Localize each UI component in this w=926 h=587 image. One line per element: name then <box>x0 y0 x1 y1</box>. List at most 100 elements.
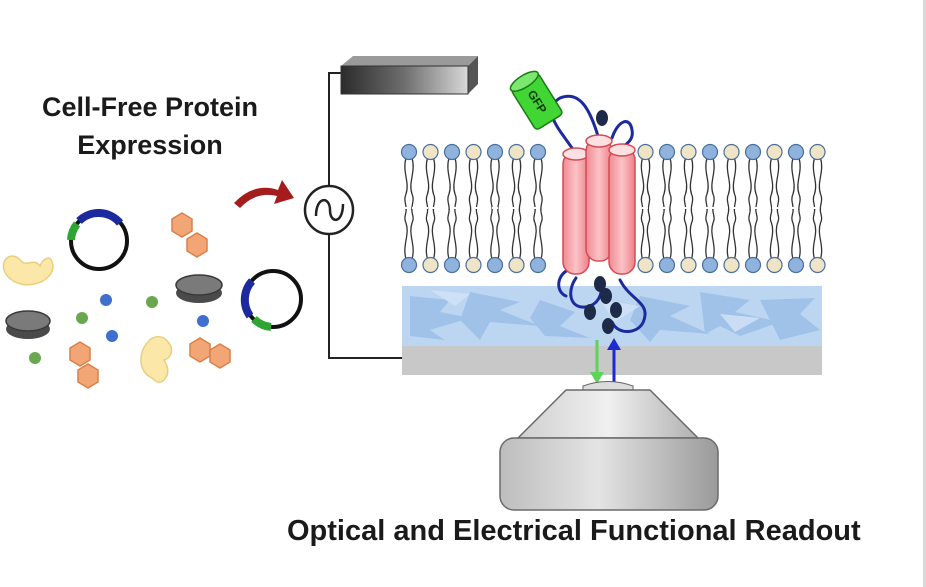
lipid-head <box>443 256 461 274</box>
lipid-tail <box>517 157 522 211</box>
lipid-head <box>422 256 439 274</box>
lipid-head <box>680 143 697 161</box>
lipid-tail <box>689 157 694 211</box>
lipid-head <box>658 143 676 161</box>
objective-lens-icon <box>499 381 719 511</box>
lipid-tail <box>705 208 709 260</box>
plasmid-icon <box>240 269 303 331</box>
title-line-2: Expression <box>77 130 223 160</box>
lipid-head <box>744 256 762 274</box>
lipid-head <box>486 143 504 161</box>
lipid-head <box>486 256 504 274</box>
membrane-protein <box>550 94 647 334</box>
lipid-head <box>508 256 525 274</box>
lipid-head <box>465 143 482 161</box>
lipid-tail <box>468 208 473 260</box>
title-line-1: Cell-Free Protein <box>41 92 259 122</box>
gfp-barrel-icon: GFP <box>509 70 563 130</box>
lipid-tail <box>490 157 494 211</box>
lipid-head <box>787 256 805 274</box>
excitation-emission-arrows <box>590 338 621 384</box>
lipid-tail <box>812 208 817 260</box>
lipid-head <box>400 256 418 274</box>
readout-caption: Optical and Electrical Functional Readou… <box>287 515 861 547</box>
lipid-head <box>809 143 826 161</box>
lipid-head <box>766 143 783 161</box>
lipid-head <box>809 256 826 274</box>
lipid-tail <box>425 157 430 211</box>
lipid-head <box>637 256 654 274</box>
lipid-tail <box>431 208 436 260</box>
lipid-tail <box>791 157 795 211</box>
ribosome-icon <box>2 255 54 286</box>
lipid-head <box>701 256 719 274</box>
lipid-tail <box>726 157 731 211</box>
lipid-head <box>723 143 740 161</box>
lipid-tail <box>689 208 694 260</box>
lipid-head <box>787 143 805 161</box>
lipid-head <box>400 143 418 161</box>
lipid-tail <box>646 157 651 211</box>
lipid-tail <box>511 208 516 260</box>
lipid-head <box>443 143 461 161</box>
lipid-tail <box>431 157 436 211</box>
lipid-tail <box>640 157 645 211</box>
lipid-head <box>465 256 482 274</box>
lipid-head <box>723 256 740 274</box>
lipid-tail <box>818 157 823 211</box>
lipid-tail <box>754 157 758 211</box>
lipid-tail <box>425 208 430 260</box>
disk-icon <box>175 274 223 303</box>
lipid-head <box>529 143 547 161</box>
lipid-tail <box>791 208 795 260</box>
lipid-tail <box>705 157 709 211</box>
lipid-tail <box>662 157 666 211</box>
lipid-head <box>701 143 719 161</box>
lipid-tail <box>726 208 731 260</box>
circuit-wires <box>328 72 405 359</box>
lipid-tail <box>404 157 408 211</box>
lipid-tail <box>797 208 801 260</box>
flow-arrow <box>234 180 294 208</box>
hexagon-molecule-icon <box>69 341 99 389</box>
hexagon-molecule-icon <box>171 212 208 258</box>
lipid-tail <box>748 157 752 211</box>
lipid-tail <box>474 157 479 211</box>
ac-source-icon <box>303 184 355 236</box>
right-border <box>923 0 926 587</box>
lipid-tail <box>683 208 688 260</box>
lipid-tail <box>732 208 737 260</box>
lipid-tail <box>640 208 645 260</box>
lipid-tail <box>646 208 651 260</box>
lipid-tail <box>775 208 780 260</box>
lipid-tail <box>769 208 774 260</box>
lipid-tail <box>668 157 672 211</box>
polymer-cushion <box>402 286 822 346</box>
lipid-tail <box>410 157 414 211</box>
lipid-tail <box>496 208 500 260</box>
lipid-tail <box>404 208 408 260</box>
lipid-tail <box>711 208 715 260</box>
lipid-tail <box>732 157 737 211</box>
lipid-tail <box>818 208 823 260</box>
lipid-tail <box>775 157 780 211</box>
lipid-tail <box>539 208 543 260</box>
amino-acid-dots <box>29 294 209 364</box>
lipid-tail <box>490 208 494 260</box>
lipid-head <box>422 143 439 161</box>
lipid-tail <box>447 157 451 211</box>
lipid-tail <box>474 208 479 260</box>
lipid-head <box>508 143 525 161</box>
lipid-tail <box>539 157 543 211</box>
lipid-tail <box>668 208 672 260</box>
lipid-tail <box>496 157 500 211</box>
cell-free-mixture <box>2 209 303 389</box>
lipid-tail <box>748 208 752 260</box>
lipid-tail <box>533 208 537 260</box>
hexagon-molecule-icon <box>189 337 231 369</box>
lipid-head <box>744 143 762 161</box>
lipid-tail <box>447 208 451 260</box>
glass-substrate <box>402 346 822 375</box>
lipid-tail <box>533 157 537 211</box>
